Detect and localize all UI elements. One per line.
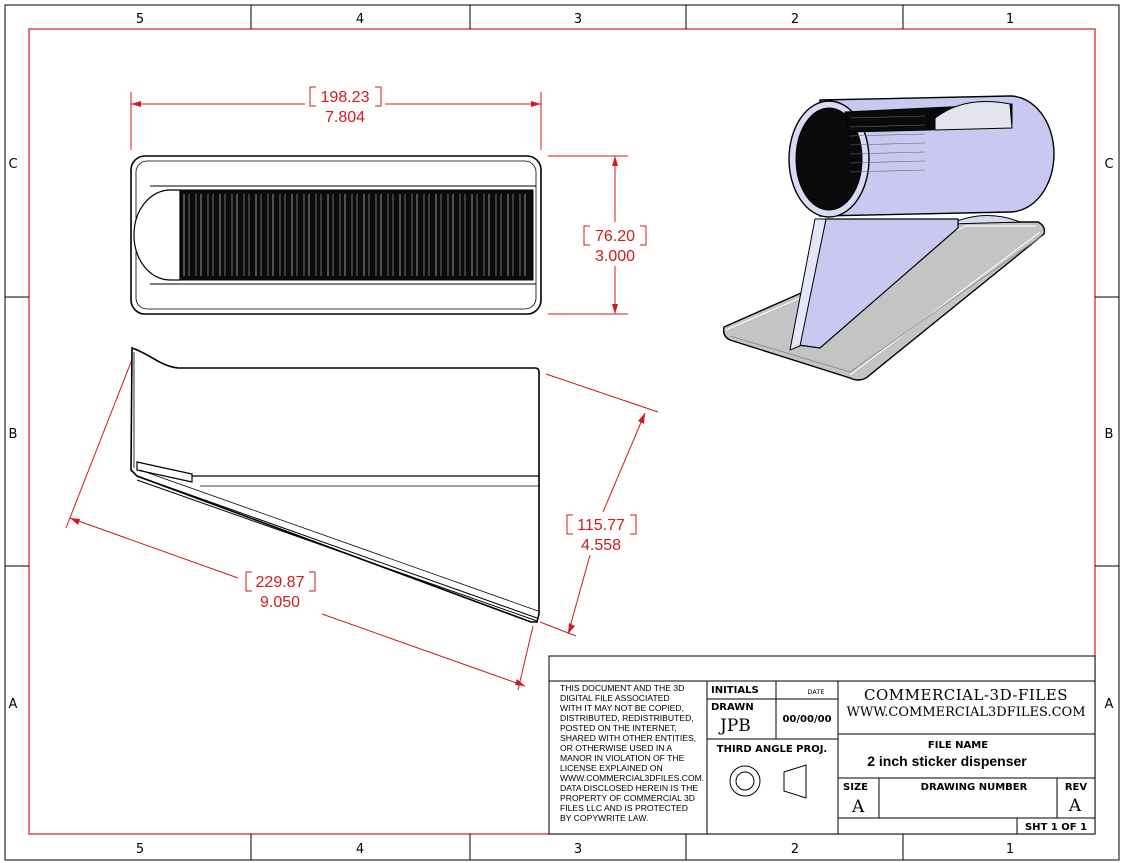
notice-line-9: LICENSE EXPLAINED ON xyxy=(560,763,663,773)
dim-side-length-mm: 229.87 xyxy=(256,574,305,591)
zone-col-bottom-4: 4 xyxy=(356,842,364,857)
iso-rib-line xyxy=(849,151,926,155)
zone-col-top-3: 3 xyxy=(574,12,582,27)
dim-side-length-in: 9.050 xyxy=(260,594,300,611)
zone-col-top-1: 1 xyxy=(1006,12,1014,27)
file-name-label: FILE NAME xyxy=(928,740,988,751)
iso-rib-line xyxy=(849,115,926,119)
iso-rib-line xyxy=(849,133,926,137)
company-name: COMMERCIAL-3D-FILES xyxy=(864,686,1068,704)
drawn-value: JPB xyxy=(718,716,751,736)
notice-line-7: OR OTHERWISE USED IN A xyxy=(560,743,672,753)
date-value: 00/00/00 xyxy=(782,714,831,725)
notice-line-6: SHARED WITH OTHER ENTITIES, xyxy=(560,733,696,743)
zone-row-left-c: C xyxy=(8,157,17,172)
zone-col-top-4: 4 xyxy=(356,12,364,27)
outer-frame xyxy=(4,4,1120,861)
dim-top-width-in: 7.804 xyxy=(325,109,365,126)
iso-rib-line xyxy=(849,160,926,164)
dim-top-width-mm: 198.23 xyxy=(321,89,370,106)
notice-line-3: WITH IT MAY NOT BE COPIED, xyxy=(560,703,684,713)
zone-ticks xyxy=(5,5,1119,860)
drawing-number-label: DRAWING NUMBER xyxy=(921,782,1028,793)
iso-rib-line xyxy=(849,169,926,173)
notice-line-4: DISTRIBUTED, REDISTRIBUTED, xyxy=(560,713,694,723)
notice-line-2: DIGITAL FILE ASSOCIATED xyxy=(560,693,670,703)
title-block xyxy=(548,655,1096,835)
slot-ribs xyxy=(183,194,526,276)
notice-line-1: THIS DOCUMENT AND THE 3D xyxy=(560,683,684,693)
top-view-dimensions xyxy=(130,86,647,315)
date-label: DATE xyxy=(808,688,825,696)
dim-top-height-in: 3.000 xyxy=(595,248,635,265)
notice-line-5: POSTED ON THE INTERNET, xyxy=(560,723,677,733)
iso-rib-line xyxy=(849,142,926,146)
rev-value: A xyxy=(1068,796,1082,816)
iso-rib-line xyxy=(849,124,926,128)
file-name-value: 2 inch sticker dispenser xyxy=(867,753,1027,769)
side-view-dimensions xyxy=(65,361,659,691)
drawn-label: DRAWN xyxy=(711,702,754,713)
zone-col-bottom-3: 3 xyxy=(574,842,582,857)
notice-line-14: BY COPYWRITE LAW. xyxy=(560,813,648,823)
size-value: A xyxy=(851,797,865,817)
company-website: WWW.COMMERCIAL3DFILES.COM xyxy=(846,705,1085,720)
dim-side-height-in: 4.558 xyxy=(581,537,621,554)
sheet-number: SHT 1 OF 1 xyxy=(1025,822,1087,833)
projection-label: THIRD ANGLE PROJ. xyxy=(717,744,827,755)
third-angle-projection-symbol xyxy=(729,764,807,799)
zone-col-bottom-2: 2 xyxy=(791,842,799,857)
side-view xyxy=(130,346,540,623)
size-label: SIZE xyxy=(843,782,868,793)
notice-line-12: PROPERTY OF COMMERCIAL 3D xyxy=(560,793,695,803)
rev-label: REV xyxy=(1065,782,1088,793)
dim-side-height-mm: 115.77 xyxy=(577,517,625,534)
top-view xyxy=(130,155,542,315)
dim-top-height-mm: 76.20 xyxy=(595,228,635,245)
notice-line-8: MANOR IN VIOLATION OF THE xyxy=(560,753,685,763)
zone-col-top-5: 5 xyxy=(136,12,144,27)
zone-col-bottom-1: 1 xyxy=(1006,842,1014,857)
zone-row-left-b: B xyxy=(9,427,18,442)
iso-slot-ribs xyxy=(849,115,926,173)
notice-line-11: DATA DISCLOSED HEREIN IS THE xyxy=(560,783,698,793)
zone-col-bottom-5: 5 xyxy=(136,842,144,857)
zone-row-right-c: C xyxy=(1104,157,1113,172)
notice-line-10: WWW.COMMERCIAL3DFILES.COM. xyxy=(560,773,704,783)
zone-row-right-b: B xyxy=(1105,427,1114,442)
notice-line-13: FILES LLC AND IS PROTECTED xyxy=(560,803,688,813)
isometric-view xyxy=(722,95,1055,381)
initials-label: INITIALS xyxy=(711,685,759,696)
zone-row-right-a: A xyxy=(1105,697,1114,712)
zone-col-top-2: 2 xyxy=(791,12,799,27)
zone-row-left-a: A xyxy=(9,697,18,712)
